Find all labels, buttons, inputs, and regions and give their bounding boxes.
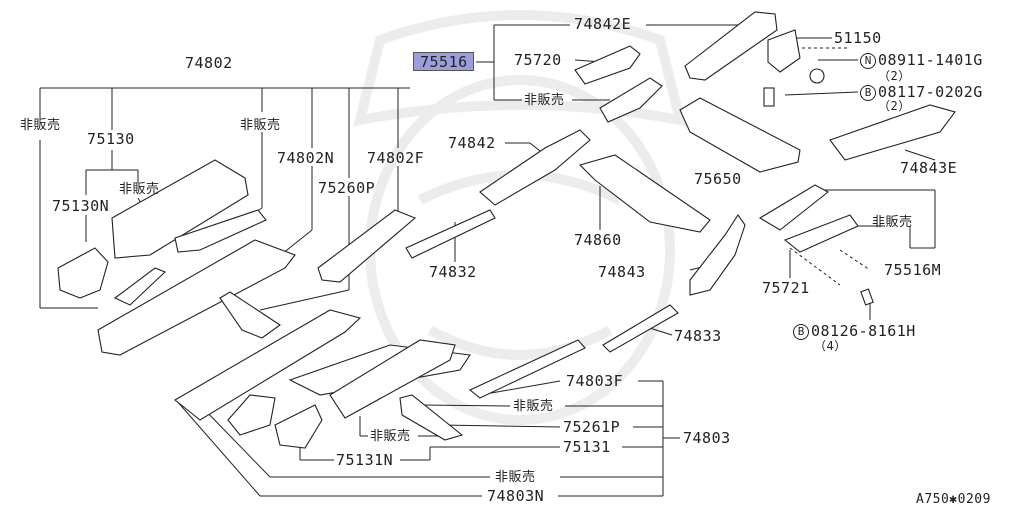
part-74860-shape xyxy=(578,154,711,233)
label-not-for-sale-4: 非販売 xyxy=(524,93,565,108)
label-75130n[interactable]: 75130N xyxy=(52,197,110,215)
nut-qty: （2） xyxy=(878,69,911,83)
label-74860[interactable]: 74860 xyxy=(574,231,622,249)
label-75516m[interactable]: 75516M xyxy=(884,261,942,279)
part-75650-shape xyxy=(679,97,801,173)
label-75650[interactable]: 75650 xyxy=(694,170,742,188)
nut-part-number: 08911-1401G xyxy=(878,51,983,69)
label-74803f[interactable]: 74803F xyxy=(566,372,624,390)
label-75260p[interactable]: 75260P xyxy=(318,179,376,197)
label-74843[interactable]: 74843 xyxy=(598,263,646,281)
label-75130[interactable]: 75130 xyxy=(87,130,135,148)
label-74832[interactable]: 74832 xyxy=(429,263,477,281)
part-74803f-shape xyxy=(468,339,586,399)
label-74842e[interactable]: 74842E xyxy=(574,15,632,33)
n-prefix-icon: N xyxy=(860,53,876,69)
nut-shape xyxy=(809,68,825,84)
part-75516m-shape xyxy=(758,184,829,231)
part-75721-shape xyxy=(783,214,859,253)
part-74842-shape xyxy=(479,129,591,206)
label-not-for-sale-5: 非販売 xyxy=(872,215,913,230)
part-74843-shape xyxy=(689,214,746,296)
label-not-for-sale-6: 非販売 xyxy=(513,399,554,414)
label-75131[interactable]: 75131 xyxy=(563,438,611,456)
label-not-for-sale-2: 非販売 xyxy=(119,182,160,197)
label-74833[interactable]: 74833 xyxy=(674,327,722,345)
part-75130-shape xyxy=(111,159,249,259)
label-74802f[interactable]: 74802F xyxy=(367,149,425,167)
bolt-shape xyxy=(763,87,775,107)
highlighted-part-box[interactable] xyxy=(413,52,474,71)
bolt1-qty: （2） xyxy=(878,99,911,113)
leader-74802 xyxy=(39,87,410,309)
label-75516[interactable]: 75516 xyxy=(420,53,468,71)
bolt2-part-number: 08126-8161H xyxy=(811,322,916,340)
part-75130n-shape xyxy=(57,247,109,299)
part-51150-shape xyxy=(767,29,801,73)
b-prefix-icon: B xyxy=(793,324,809,340)
part-74803-rail-shape xyxy=(174,309,362,421)
label-74803[interactable]: 74803 xyxy=(683,429,731,447)
label-75720[interactable]: 75720 xyxy=(514,51,562,69)
label-51150[interactable]: 51150 xyxy=(834,29,882,47)
label-75131n[interactable]: 75131N xyxy=(336,451,394,469)
bolt2-shape xyxy=(860,288,874,306)
label-not-for-sale-1: 非販売 xyxy=(20,118,61,133)
part-75261p-shape xyxy=(399,394,464,441)
part-75131n-shape xyxy=(274,404,323,449)
bolt2-qty: （4） xyxy=(814,339,847,353)
label-75261p[interactable]: 75261P xyxy=(563,418,621,436)
label-74843e[interactable]: 74843E xyxy=(900,159,958,177)
label-74842[interactable]: 74842 xyxy=(448,134,496,152)
part-74843e-shape xyxy=(829,104,956,161)
label-74803n[interactable]: 74803N xyxy=(487,487,545,505)
label-not-for-sale-8: 非販売 xyxy=(495,470,536,485)
part-74802n-shape xyxy=(317,209,417,283)
bolt1-part-number: 08117-0202G xyxy=(878,83,983,101)
part-shapes xyxy=(57,11,956,449)
label-74802[interactable]: 74802 xyxy=(185,54,233,72)
label-not-for-sale-7: 非販売 xyxy=(370,429,411,444)
label-75721[interactable]: 75721 xyxy=(762,279,810,297)
b-prefix-icon: B xyxy=(860,85,876,101)
diagram-id: A750✱0209 xyxy=(916,492,991,507)
part-74832-shape xyxy=(405,209,496,259)
part-74802-rail-shape xyxy=(97,239,296,356)
label-74802n[interactable]: 74802N xyxy=(277,149,335,167)
part-74833-shape xyxy=(602,304,679,353)
label-not-for-sale-3: 非販売 xyxy=(240,118,281,133)
part-75720-shape xyxy=(574,45,641,85)
part-74842e-shape xyxy=(684,11,778,81)
